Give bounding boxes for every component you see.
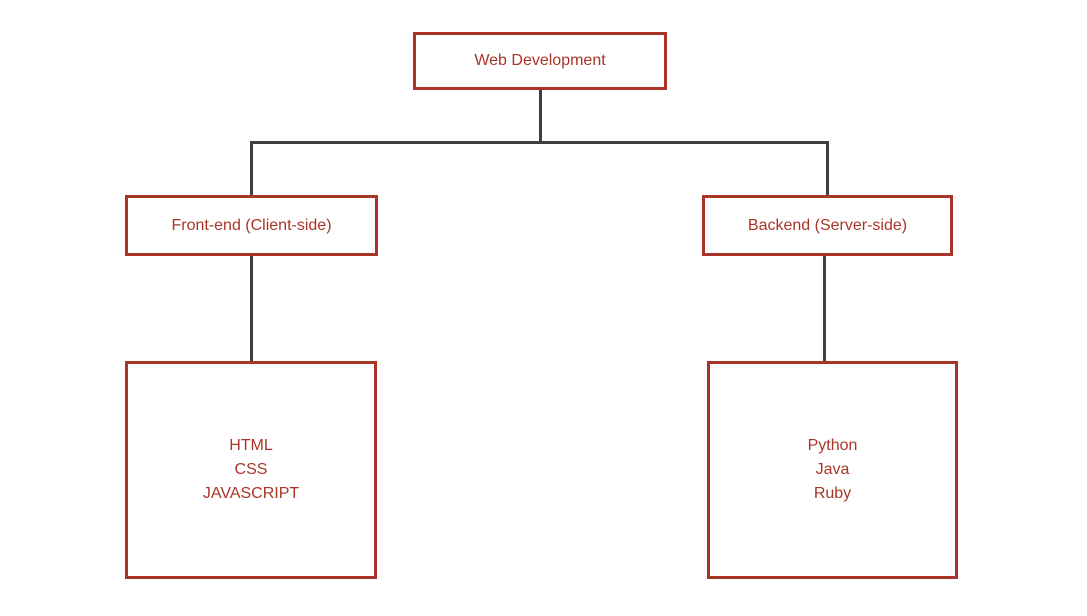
backend-tech-list: Python Java Ruby bbox=[808, 434, 858, 506]
backend-tech-item: Java bbox=[815, 461, 850, 478]
node-frontend-technologies: HTML CSS JAVASCRIPT bbox=[125, 361, 377, 579]
connector-frontend-to-tech bbox=[250, 256, 253, 361]
node-backend-technologies: Python Java Ruby bbox=[707, 361, 958, 579]
connector-backend-stem bbox=[826, 141, 829, 195]
node-backend-label: Backend (Server-side) bbox=[747, 216, 908, 234]
frontend-tech-item: CSS bbox=[234, 461, 268, 478]
frontend-tech-item: HTML bbox=[229, 437, 273, 454]
backend-tech-item: Python bbox=[807, 437, 858, 454]
frontend-tech-list: HTML CSS JAVASCRIPT bbox=[203, 434, 299, 506]
node-frontend-label: Front-end (Client-side) bbox=[171, 216, 332, 234]
node-web-development-label: Web Development bbox=[474, 52, 606, 69]
node-frontend: Front-end (Client-side) bbox=[125, 195, 378, 256]
node-backend: Backend (Server-side) bbox=[702, 195, 953, 256]
connector-horizontal-bar bbox=[250, 141, 829, 144]
frontend-tech-item: JAVASCRIPT bbox=[202, 485, 300, 502]
backend-tech-item: Ruby bbox=[813, 485, 852, 502]
connector-frontend-stem bbox=[250, 141, 253, 195]
connector-root-stem bbox=[539, 90, 542, 143]
node-web-development: Web Development bbox=[413, 32, 667, 90]
connector-backend-to-tech bbox=[823, 256, 826, 361]
